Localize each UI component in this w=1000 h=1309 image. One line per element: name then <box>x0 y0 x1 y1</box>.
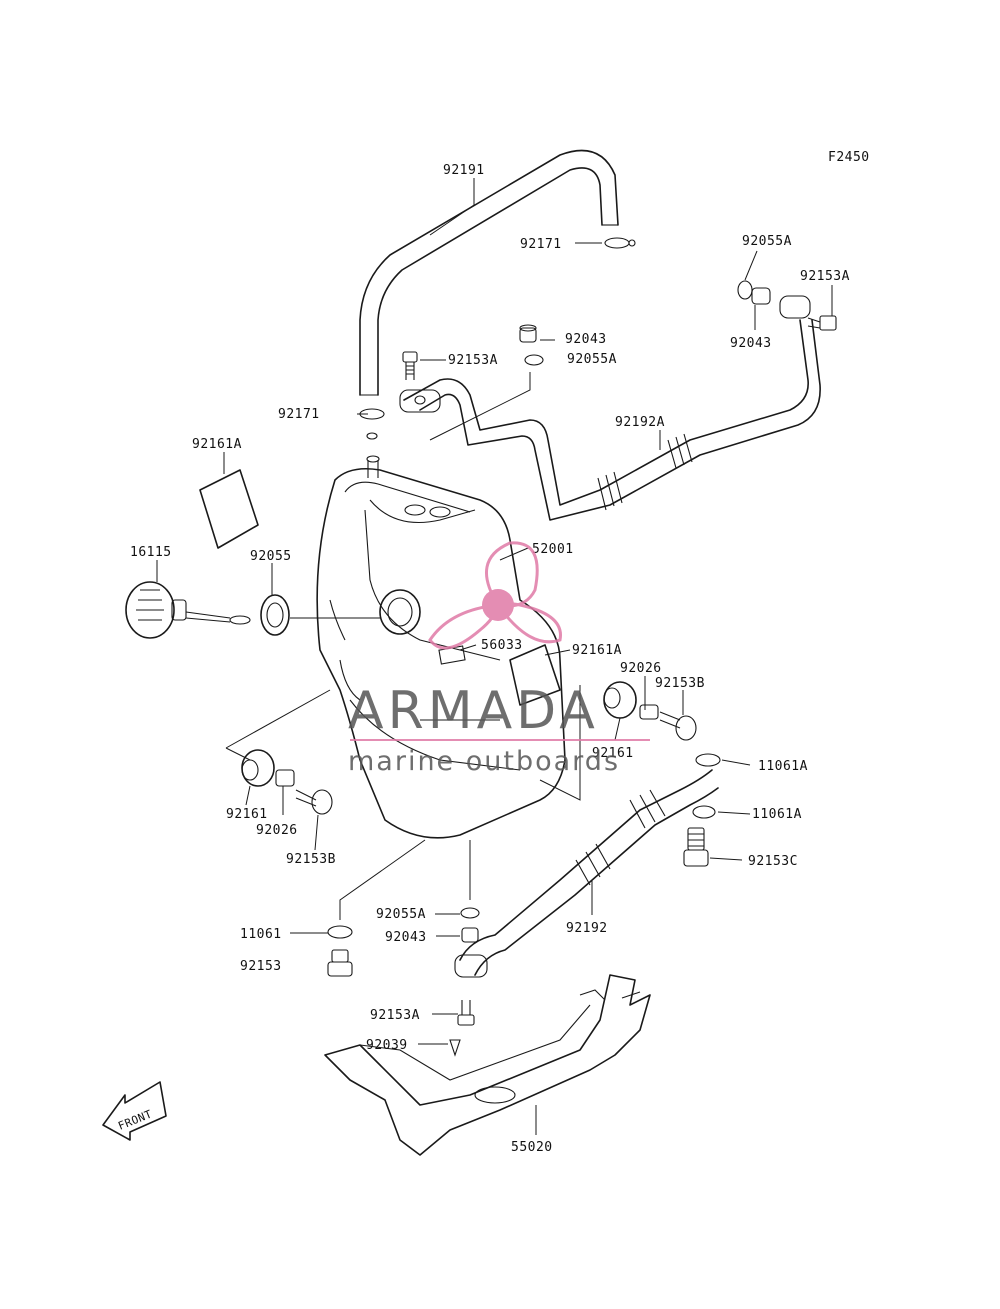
washer-92055A-lower <box>460 907 480 919</box>
washer-11061A-1 <box>695 753 721 767</box>
bolt-92153B-left <box>295 789 333 815</box>
part-label: 11061 <box>240 927 282 942</box>
pad-92161A-left <box>199 469 259 549</box>
watermark-brand: ARMADA <box>348 681 599 741</box>
part-label: 92039 <box>366 1038 408 1053</box>
part-label: 92191 <box>443 163 485 178</box>
part-label: 92043 <box>385 930 427 945</box>
fitting-92043-lower <box>461 927 479 943</box>
bolt-92153B-right <box>659 711 697 741</box>
part-label: 92153B <box>655 676 705 691</box>
washer-92055A-right <box>737 280 753 300</box>
washer-11061 <box>327 925 353 939</box>
part-label: 11061A <box>752 807 802 822</box>
part-label: 92153A <box>448 353 498 368</box>
tray-55020 <box>324 974 651 1156</box>
washer-92055A-top <box>524 354 544 366</box>
bolt-92153C <box>683 827 709 867</box>
part-label: 92192A <box>615 415 665 430</box>
part-label: 92153A <box>800 269 850 284</box>
bolt-92153A-upper <box>402 351 418 380</box>
washer-11061A-2 <box>692 805 716 819</box>
part-label: 92043 <box>565 332 607 347</box>
pad-92161A-right <box>509 644 561 706</box>
gasket-92055 <box>260 594 290 636</box>
part-label: 92153 <box>240 959 282 974</box>
part-label: 92192 <box>566 921 608 936</box>
part-label: 56033 <box>481 638 523 653</box>
fuel-tank-52001 <box>316 455 566 839</box>
part-label: 92161 <box>226 807 268 822</box>
part-label: 92161A <box>572 643 622 658</box>
watermark-tagline: marine outboards <box>348 746 620 777</box>
collar-92026-left <box>275 769 295 787</box>
propeller-logo-icon <box>428 541 562 650</box>
watermark: ARMADA marine outboards <box>348 541 650 777</box>
part-label: 92153A <box>370 1008 420 1023</box>
part-label: 16115 <box>130 545 172 560</box>
part-label: 92055A <box>567 352 617 367</box>
bolt-92153A-right <box>807 315 837 331</box>
damper-92161-left <box>241 749 275 787</box>
fitting-92043-top <box>519 324 537 343</box>
part-label: 92055A <box>742 234 792 249</box>
clamp-92171-upper <box>604 237 636 249</box>
part-label: 92161 <box>592 746 634 761</box>
front-arrow-icon: FRONT <box>102 1081 167 1141</box>
part-label: 92043 <box>730 336 772 351</box>
part-labels: 92191 92171 92055A 92153A 92043 92043 92… <box>130 163 850 1155</box>
part-label: 92153C <box>748 854 798 869</box>
part-label: 92171 <box>520 237 562 252</box>
part-label: 92153B <box>286 852 336 867</box>
collar-92026-right <box>639 704 659 720</box>
damper-92161-right <box>603 681 637 719</box>
leader-lines <box>156 178 833 1135</box>
bolt-92153 <box>327 949 353 977</box>
clip-92039 <box>449 1039 461 1057</box>
part-label: 11061A <box>758 759 808 774</box>
filler-cap-16115 <box>125 581 251 639</box>
fitting-92043-right <box>751 287 771 305</box>
fuel-hose-92192A <box>399 295 821 521</box>
part-label: 92161A <box>192 437 242 452</box>
bolt-92153A-lower <box>457 1000 475 1026</box>
vent-hose-92191 <box>359 149 619 396</box>
part-label: 92171 <box>278 407 320 422</box>
figure-code: F2450 <box>828 150 870 165</box>
part-label: 92026 <box>620 661 662 676</box>
part-label: 92026 <box>256 823 298 838</box>
part-label: 92055A <box>376 907 426 922</box>
part-label: 92055 <box>250 549 292 564</box>
part-label: 52001 <box>532 542 574 557</box>
fuel-hose-92192 <box>454 769 719 978</box>
part-label: 55020 <box>511 1140 553 1155</box>
